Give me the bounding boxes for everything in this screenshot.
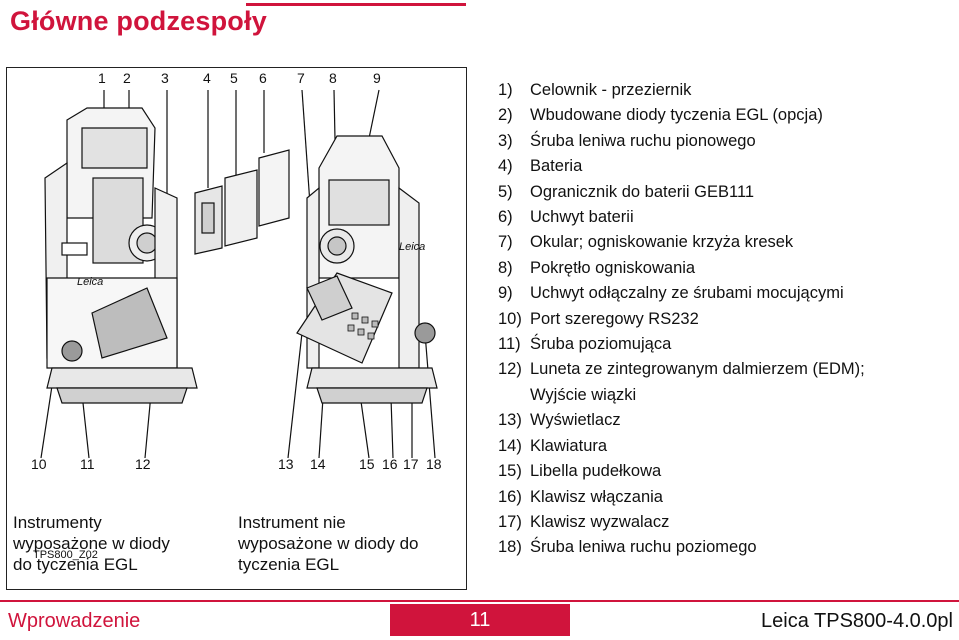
instrument-illustration: Leica Leica <box>40 89 438 459</box>
caption-left: Instrumenty wyposażone w diody do tyczen… <box>13 513 170 574</box>
callout-number: 2 <box>123 70 131 86</box>
brand-logo-right: Leica <box>399 241 425 253</box>
legend-item: 14)Klawiatura <box>498 436 608 455</box>
legend-item: 2)Wbudowane diody tyczenia EGL (opcja) <box>498 106 823 125</box>
component-legend: 1)Celownik - przeziernik 2)Wbudowane dio… <box>498 78 865 561</box>
instrument-right <box>296 135 438 404</box>
callout-number: 15 <box>359 456 375 472</box>
callout-number: 7 <box>297 70 305 86</box>
callout-number: 16 <box>382 456 398 472</box>
legend-item: 18)Śruba leniwa ruchu poziomego <box>498 538 757 557</box>
callout-number: 8 <box>329 70 337 86</box>
callout-number: 13 <box>278 456 294 472</box>
footer-doc-id: Leica TPS800-4.0.0pl <box>761 610 953 632</box>
legend-item: 9)Uchwyt odłączalny ze śrubami mocującym… <box>498 284 844 303</box>
legend-item: 11)Śruba poziomująca <box>498 335 672 354</box>
instrument-figure: Leica Leica 1 2 3 4 5 6 7 8 9 10 11 12 1… <box>6 67 467 590</box>
footer-rule <box>0 600 959 602</box>
page-title: Główne podzespoły <box>10 6 267 36</box>
legend-item: 3)Śruba leniwa ruchu pionowego <box>498 131 756 150</box>
legend-item: 10)Port szeregowy RS232 <box>498 309 699 328</box>
brand-logo-left: Leica <box>77 276 103 288</box>
callout-number: 14 <box>310 456 326 472</box>
callout-number: 5 <box>230 70 238 86</box>
page-number: 11 <box>390 604 570 636</box>
legend-item: 8)Pokrętło ogniskowania <box>498 258 696 277</box>
battery-parts <box>194 149 290 255</box>
callout-number: 1 <box>98 70 106 86</box>
callout-number: 6 <box>259 70 267 86</box>
legend-item: 12)Luneta ze zintegrowanym dalmierzem (E… <box>498 360 865 379</box>
caption-right: Instrument nie wyposażone w diody do tyc… <box>238 513 419 574</box>
callout-number: 12 <box>135 456 151 472</box>
callout-number: 11 <box>80 456 95 472</box>
title-rule <box>246 3 466 6</box>
legend-item: 6)Uchwyt baterii <box>498 208 634 227</box>
legend-item: 7)Okular; ogniskowanie krzyża kresek <box>498 233 794 252</box>
callout-number: 17 <box>403 456 419 472</box>
callout-number: 18 <box>426 456 442 472</box>
legend-item: 15)Libella pudełkowa <box>498 462 662 481</box>
figure-id: TPS800_Z02 <box>33 549 98 561</box>
legend-item: 1)Celownik - przeziernik <box>498 81 692 99</box>
callout-number: 4 <box>203 70 211 86</box>
callout-number: 3 <box>161 70 169 86</box>
callout-number: 9 <box>373 70 381 86</box>
legend-item: 17)Klawisz wyzwalacz <box>498 512 670 531</box>
legend-item: 13)Wyświetlacz <box>498 411 621 430</box>
instrument-left <box>44 107 198 404</box>
legend-item: 4)Bateria <box>498 157 583 176</box>
legend-item: 5)Ogranicznik do baterii GEB111 <box>498 182 755 201</box>
callout-number: 10 <box>31 456 47 472</box>
legend-item: Wyjście wiązki <box>530 385 637 404</box>
legend-item: 16)Klawisz włączania <box>498 487 663 506</box>
footer-section-link[interactable]: Wprowadzenie <box>8 610 141 632</box>
